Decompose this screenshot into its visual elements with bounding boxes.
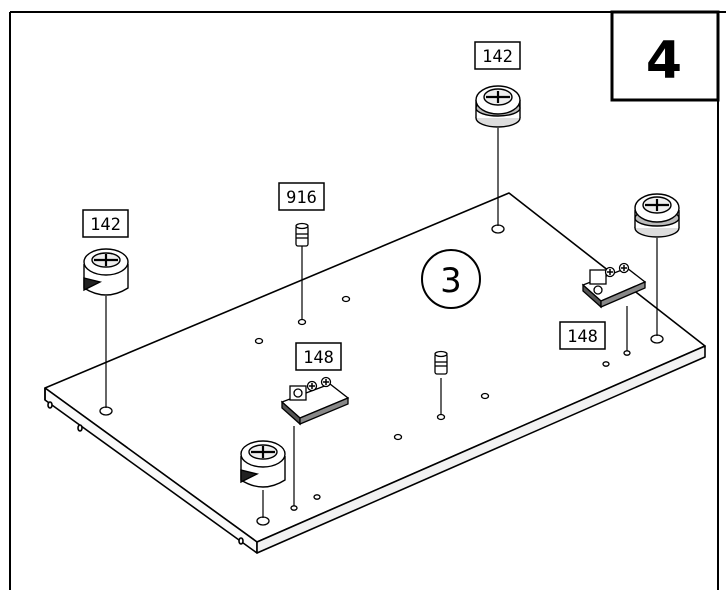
part-label-cam-left-text: 142: [90, 215, 121, 235]
dowel-hole: [480, 392, 490, 400]
dowel-pin-center: [434, 350, 448, 375]
panel-number-marker: 3: [421, 249, 481, 309]
dowel-hole: [254, 337, 264, 345]
cam-hole: [256, 516, 270, 526]
dowel-hole: [393, 433, 403, 441]
edge-hole: [238, 537, 244, 545]
cam-hole: [491, 224, 505, 234]
hinge-plate-right: [581, 262, 647, 309]
part-label-cam-top: 142: [474, 41, 521, 70]
cam-hole: [650, 334, 664, 344]
board-right-edge: [256, 345, 706, 554]
edge-hole: [77, 424, 83, 432]
cam-housing-bottom: [240, 440, 286, 488]
panel-number: 3: [440, 261, 462, 301]
hinge-hole: [290, 505, 298, 511]
leader-lines: [105, 128, 658, 518]
part-label-hinge-right-text: 148: [567, 327, 598, 347]
cam-housing-left: [83, 248, 129, 296]
hinge-plate-center: [280, 376, 350, 426]
part-label-dowel: 916: [278, 182, 325, 211]
step-badge: 4: [610, 10, 720, 102]
cam-hole: [99, 406, 113, 416]
dowel-hole: [341, 295, 351, 303]
part-label-hinge-center: 148: [295, 342, 342, 371]
dowel-hole: [436, 413, 446, 421]
hinge-hole: [623, 350, 631, 356]
part-label-cam-top-text: 142: [482, 47, 513, 67]
cam-lock-right: [634, 193, 680, 238]
part-label-hinge-center-text: 148: [303, 348, 334, 368]
part-label-cam-left: 142: [82, 209, 129, 238]
hinge-hole: [602, 361, 610, 367]
step-number: 4: [646, 31, 682, 91]
dowel-hole: [297, 318, 307, 326]
part-label-hinge-right: 148: [559, 321, 606, 350]
cam-lock-top: [475, 85, 521, 128]
edge-hole: [47, 401, 53, 409]
hinge-hole: [313, 494, 321, 500]
board-panel: [44, 192, 706, 554]
dowel-pin-left: [295, 222, 309, 247]
part-label-dowel-text: 916: [286, 188, 317, 208]
